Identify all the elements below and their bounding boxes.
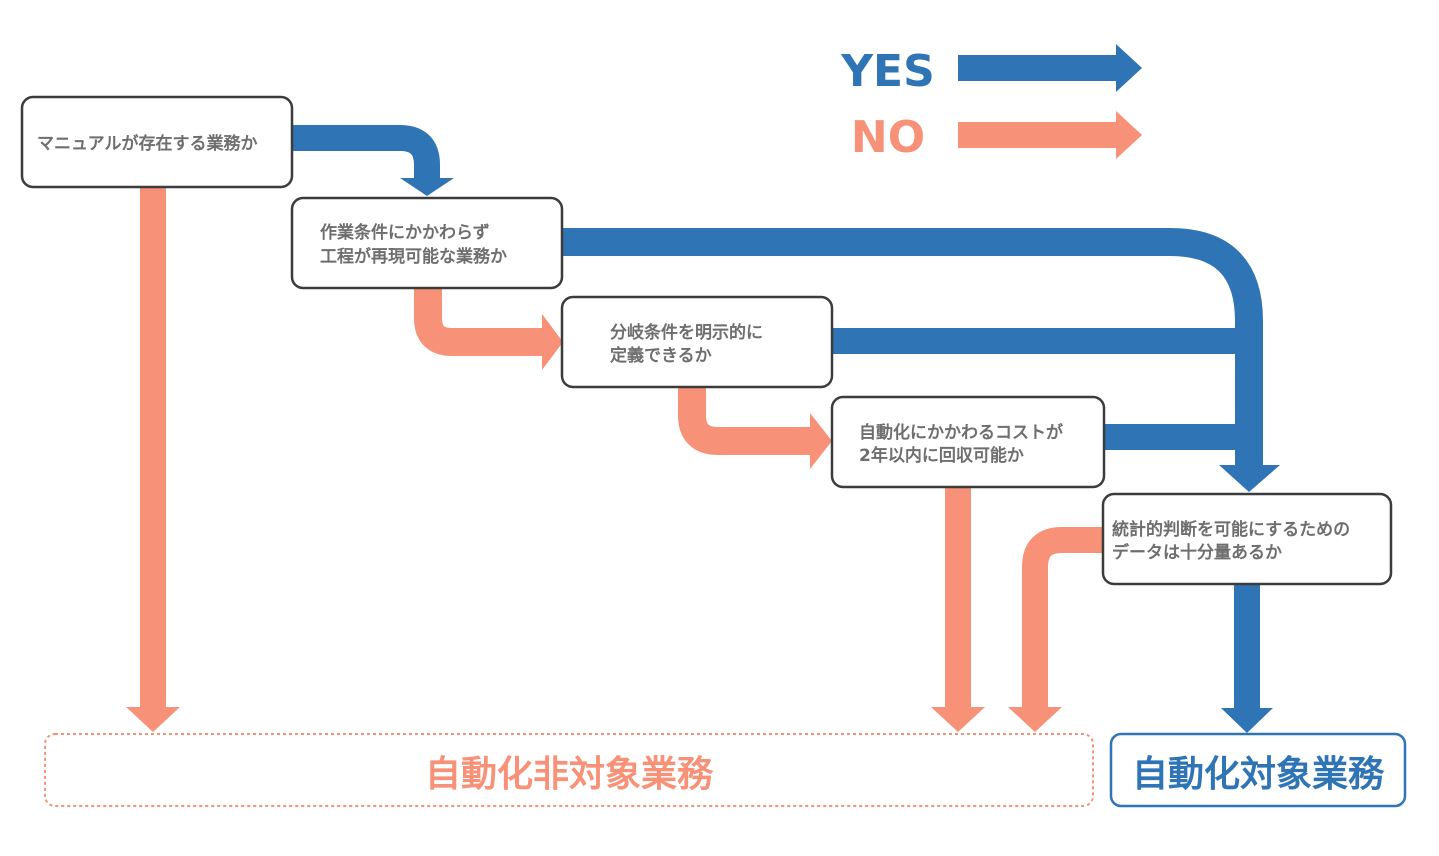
- no-arrowhead-q1: [126, 707, 180, 732]
- question-q2-line1: 作業条件にかかわらず: [320, 222, 490, 243]
- yes-arrowhead-q2: [400, 178, 454, 196]
- legend-yes-label: YES: [840, 46, 935, 97]
- question-box-q5: 統計的判断を可能にするための データは十分量あるか: [1101, 492, 1393, 586]
- no-connector-q3-q4: [678, 387, 810, 455]
- question-q2-line2: 工程が再現可能な業務か: [320, 246, 507, 267]
- question-q3-line2: 定義できるか: [610, 345, 712, 366]
- result-box-target: 自動化対象業務: [1109, 732, 1407, 808]
- question-q5-line1: 統計的判断を可能にするための: [1112, 519, 1350, 540]
- legend-no-label: NO: [851, 112, 925, 163]
- legend-no-arrow: [958, 111, 1142, 159]
- yes-connector-q2-q5: [563, 228, 1263, 465]
- result-non-target-label: 自動化非対象業務: [425, 754, 714, 795]
- question-box-q3: 分岐条件を明示的に 定義できるか: [560, 295, 834, 389]
- question-q1-line1: マニュアルが存在する業務か: [37, 133, 258, 154]
- no-arrowhead-q5: [1008, 707, 1062, 732]
- question-box-q4: 自動化にかかわるコストが 2年以内に回収可能か: [830, 395, 1106, 489]
- yes-arrowhead-target: [1221, 708, 1273, 733]
- question-box-q2: 作業条件にかかわらず 工程が再現可能な業務か: [290, 196, 564, 290]
- question-q4-line2: 2年以内に回収可能か: [859, 445, 1024, 466]
- no-connector-q2-q3: [414, 288, 542, 356]
- question-q5-line2: データは十分量あるか: [1112, 542, 1282, 563]
- yes-arrowhead-q5: [1219, 465, 1280, 492]
- result-target-label: 自動化対象業務: [1132, 754, 1385, 795]
- no-arrowhead-q4: [810, 413, 832, 469]
- no-arrowhead-q3: [542, 314, 563, 370]
- no-arrowhead-q4-down: [931, 707, 985, 732]
- no-connector-q5: [1022, 527, 1103, 707]
- question-q4-line1: 自動化にかかわるコストが: [859, 422, 1063, 443]
- question-box-q1: マニュアルが存在する業務か: [20, 95, 294, 189]
- question-q3-line1: 分岐条件を明示的に: [610, 322, 763, 343]
- result-box-non-target: 自動化非対象業務: [44, 733, 1094, 807]
- legend-yes-arrow: [958, 44, 1142, 92]
- yes-connector-q1-q2: [292, 125, 440, 178]
